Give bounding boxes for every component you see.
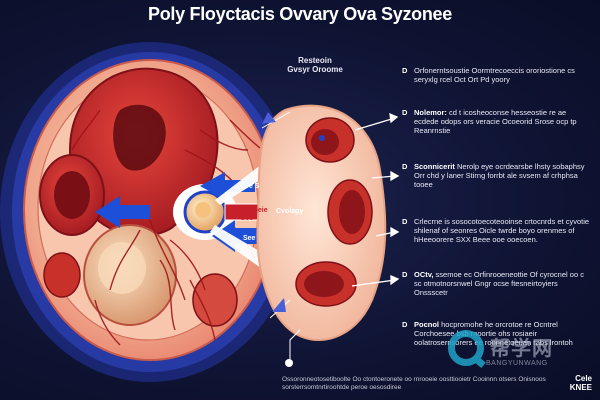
watermark-text: 帮学网 (490, 338, 553, 360)
callout-heading: Sconnicerit (414, 162, 455, 171)
watermark-subtext: BANGYUNWANG (486, 360, 548, 367)
callout-2: D Nolemor: cd t icosheoconse hesseostie … (402, 108, 592, 135)
arrow-label-left-mid: Couoeie Gve (240, 207, 268, 222)
cyst-lower-left (43, 252, 81, 298)
footer-note: Ossoronneotosetiboolte Oo ctontoeronete … (282, 376, 546, 391)
callout-text: cd t icosheoconse hesseostie re ae ecded… (414, 108, 577, 135)
inset-label: Resteoin Gvsyr Oroome (287, 56, 343, 74)
callout-bullet: D (402, 320, 408, 329)
watermark-logo-icon (448, 330, 484, 366)
blue-arrows (95, 172, 260, 252)
page-title: Poly Floyctacis Ovvary Ova Syzonee (148, 4, 452, 24)
callout-heading: Pocnol (414, 320, 440, 329)
small-blue-arrows (262, 112, 286, 312)
callout-bullet: D (402, 162, 408, 171)
callout-1: D Orfonerntsoustie Oormtrecoeccis ororio… (402, 66, 592, 84)
callout-bullet: D (402, 108, 408, 117)
callout-heading: OCtv, (414, 270, 434, 279)
callout-bullet: D (402, 66, 408, 75)
blood-vessels (71, 109, 261, 346)
callout-bullet: D (402, 270, 408, 279)
connector-dot (285, 359, 293, 367)
callout-arrows (351, 112, 400, 287)
brand-mark: Cele KNEE (569, 374, 592, 392)
callout-text: ssemoe ec Orfinrooeneottie Of cyrocnel o… (414, 270, 584, 297)
arrow-label-center: Cvolagy (276, 208, 304, 215)
arrow-label-left-bottom: See (243, 235, 256, 242)
callout-4: D Crlecrne is sosocotoecoteooinse crtocn… (402, 217, 592, 244)
callout-heading: Nolemor: (414, 108, 447, 117)
callout-text: Crlecrne is sosocotoecoteooinse crtocnrd… (414, 217, 590, 244)
callout-3: D Sconnicerit Nerolp eye ocrdearsbe lhst… (402, 162, 592, 189)
callout-text: Nerolp eye ocrdearsbe lhsty sobaphsy Orr… (414, 162, 585, 189)
arrow-label-left-top: Cve S (240, 183, 260, 190)
callout-text: Orfonerntsoustie Oormtrecoeccis ororiost… (414, 66, 575, 84)
callout-bullet: D (402, 217, 408, 226)
watermark: 帮学网 BANGYUNWANG (448, 330, 558, 380)
callout-5: D OCtv, ssemoe ec Orfinrooeneottie Of cy… (402, 270, 592, 297)
